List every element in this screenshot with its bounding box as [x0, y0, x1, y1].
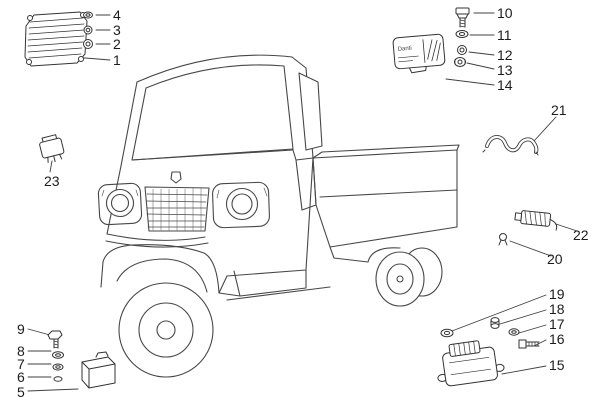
callout-13: 13 — [497, 62, 513, 78]
washer-11-drawing — [455, 30, 469, 38]
callout-23: 23 — [44, 173, 60, 189]
bracket-5-drawing — [81, 351, 116, 389]
lock-washer-12-drawing — [457, 45, 467, 55]
relay-box-label: Danti — [397, 46, 411, 53]
callout-19: 19 — [549, 286, 565, 302]
callout-2: 2 — [113, 36, 121, 52]
callout-22: 22 — [573, 227, 589, 243]
nut-3-drawing — [83, 25, 93, 35]
clip-6-drawing — [53, 376, 63, 382]
callout-4: 4 — [113, 7, 121, 23]
cargo-bed — [295, 144, 460, 263]
voltage-regulator-drawing — [24, 11, 88, 67]
washer-4-drawing — [83, 11, 93, 19]
relay-drawing — [39, 134, 65, 163]
headlight-left — [97, 182, 143, 226]
washer-19-drawing — [440, 328, 454, 338]
relay-box-drawing: Danti — [392, 33, 446, 74]
callout-1: 1 — [113, 52, 121, 68]
washer-7-drawing — [52, 363, 64, 371]
nut-13-drawing — [454, 57, 466, 67]
leader-lines — [27, 12, 578, 392]
control-unit-drawing — [437, 340, 505, 387]
cable-drawing — [482, 135, 539, 156]
washer-17-drawing — [508, 328, 520, 336]
front-wheel — [118, 282, 214, 378]
small-screw-drawing — [498, 233, 508, 246]
washer-8-drawing — [52, 351, 64, 359]
callout-21: 21 — [551, 102, 567, 118]
callout-20: 20 — [547, 251, 563, 267]
bolt-16-drawing — [518, 339, 540, 349]
callout-3: 3 — [113, 22, 121, 38]
callout-11: 11 — [497, 27, 512, 43]
callout-5: 5 — [17, 384, 25, 400]
callout-6: 6 — [17, 369, 25, 385]
callout-14: 14 — [497, 77, 513, 93]
nut-2-drawing — [83, 39, 93, 49]
callout-17: 17 — [549, 316, 565, 332]
switch-drawing — [514, 210, 558, 231]
callout-9: 9 — [17, 321, 25, 337]
bolt-9-drawing — [47, 330, 63, 349]
callout-15: 15 — [549, 357, 565, 373]
rear-wheels — [367, 247, 443, 307]
grille — [144, 186, 210, 232]
callout-18: 18 — [549, 301, 565, 317]
callout-10: 10 — [497, 5, 513, 21]
callout-8: 8 — [17, 343, 25, 359]
callout-12: 12 — [497, 47, 513, 63]
spacer-18-drawing — [490, 317, 500, 329]
brand-emblem — [170, 171, 182, 184]
callout-7: 7 — [17, 356, 25, 372]
bolt-10-drawing — [455, 7, 470, 28]
callout-16: 16 — [549, 331, 565, 347]
vehicle-drawing — [97, 54, 460, 378]
headlight-right — [212, 181, 270, 229]
